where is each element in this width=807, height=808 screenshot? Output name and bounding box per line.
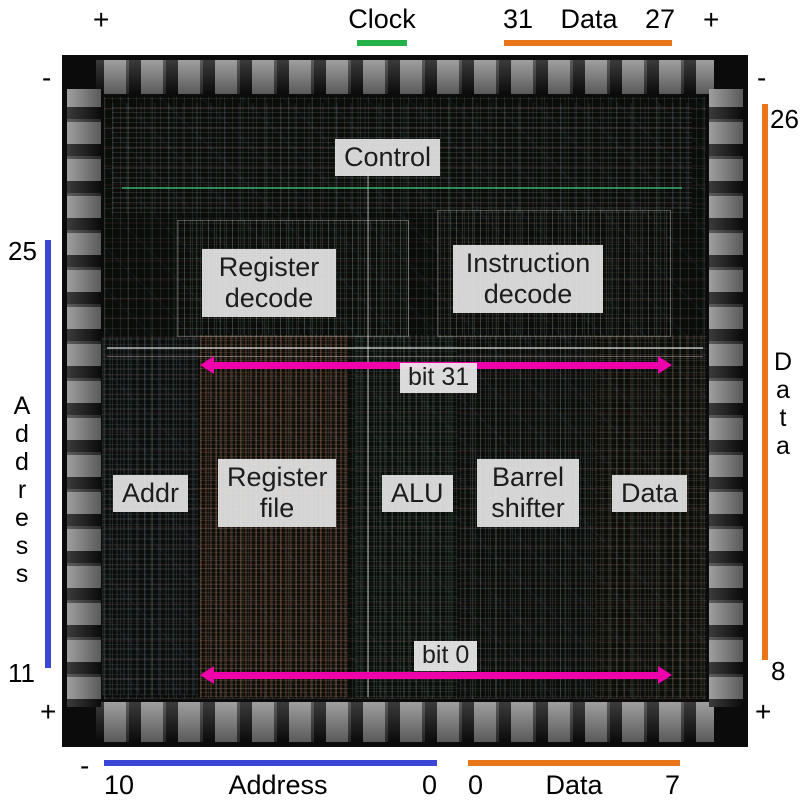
register-file-block-label: Register file [218,459,336,528]
clock-color-bar [357,40,407,46]
bus-trace [107,356,703,357]
bond-pad-ring-top [96,60,714,94]
bottom-address-bus-range: 10 Address 0 [104,770,437,801]
die-circuitry-texture [104,97,706,699]
alu-region-texture [355,335,457,697]
plus-sign-top-right: + [703,4,720,35]
address-bus-label-left: Address [8,392,36,588]
bottom-data-bus-range: 0 Data 7 [468,770,680,801]
top-data-bus-range: 31 Data 27 [503,6,675,33]
address-bus-color-bar-left [45,240,51,668]
data-pin-low-label: 8 [771,656,786,686]
clock-trace [122,187,682,189]
address-region-texture [102,337,198,695]
bit0-bus-arrow [200,666,672,684]
data-bus-word-bottom: Data [545,770,603,800]
plus-sign-top-left: + [93,4,110,35]
address-bit-high-label: 10 [104,770,135,800]
instruction-decode-block-label: Instruction decode [453,245,603,314]
address-bus-color-bar-bottom [104,760,437,766]
barrel-shifter-block-label: Barrel shifter [477,459,579,528]
plus-sign-bottom-left: + [40,696,57,727]
register-decode-block-label: Register decode [202,249,336,318]
data-bit-high-label: 31 [503,4,534,34]
data-bus-word-top: Data [560,4,618,34]
data-bit-low-label: 27 [644,4,675,34]
chip-die: Control Register decode Instruction deco… [62,55,748,747]
bus-trace [107,347,703,349]
data-bus-color-bar-right [762,104,768,660]
address-bit-low-label: 0 [421,770,437,800]
data-region-texture [595,335,707,697]
bit31-label: bit 31 [400,363,478,393]
data-block-label: Data [612,475,688,513]
data-bus-label-right: Data [769,348,797,460]
bond-pad-ring-left [67,89,101,707]
bus-trace [367,173,369,697]
address-bus-word-bottom: Address [228,770,328,800]
address-pin-low-label: 11 [8,658,35,688]
addr-block-label: Addr [113,475,189,513]
data-pin-high-label: 26 [770,104,799,134]
control-block-label: Control [335,139,441,177]
minus-sign-bottom-left: - [80,750,90,781]
clock-label: Clock [348,4,416,34]
minus-sign-right: - [757,62,767,93]
data-bus-color-bar-bottom [468,760,680,766]
data-bus-color-bar-top [504,40,672,46]
data-bit-low-label-bottom: 0 [468,770,484,800]
data-bit-high-label-bottom: 7 [664,770,680,800]
bond-pad-ring-bottom [96,702,714,742]
address-pin-high-label: 25 [8,236,37,266]
alu-block-label: ALU [382,475,453,513]
minus-sign-left: - [42,62,52,93]
bond-pad-ring-right [709,89,743,707]
plus-sign-bottom-right: + [755,696,772,727]
bit0-label: bit 0 [414,641,478,671]
